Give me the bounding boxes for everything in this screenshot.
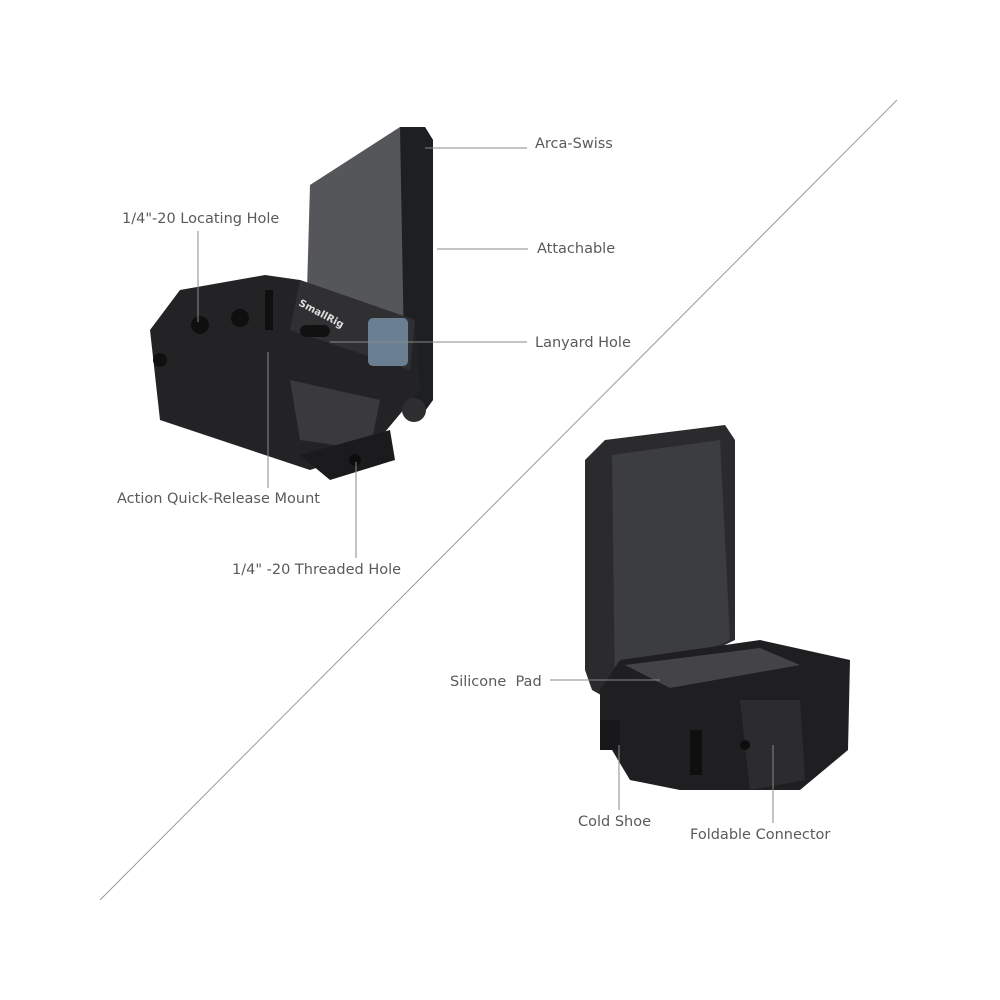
silicone-pad-shape xyxy=(625,648,800,688)
threaded-hole xyxy=(349,454,361,466)
label-cold-shoe: Cold Shoe xyxy=(578,814,652,830)
leader-lines xyxy=(197,147,774,823)
label-lanyard-hole: Lanyard Hole xyxy=(535,335,631,351)
diagonal-divider xyxy=(99,99,898,901)
lanyard-hole xyxy=(300,325,330,337)
label-foldable-connector: Foldable Connector xyxy=(690,827,831,843)
label-quick-release: Action Quick-Release Mount xyxy=(117,491,320,507)
label-attachable: Attachable xyxy=(537,241,616,257)
label-silicone-pad: Silicone Pad xyxy=(450,674,542,690)
product-view-top: SmallRig xyxy=(150,127,433,480)
label-locating-hole: 1/4"-20 Locating Hole xyxy=(122,211,280,227)
label-arca-swiss: Arca-Swiss xyxy=(535,136,613,152)
product-view-bottom xyxy=(585,425,850,790)
label-threaded-hole: 1/4" -20 Threaded Hole xyxy=(232,562,402,578)
